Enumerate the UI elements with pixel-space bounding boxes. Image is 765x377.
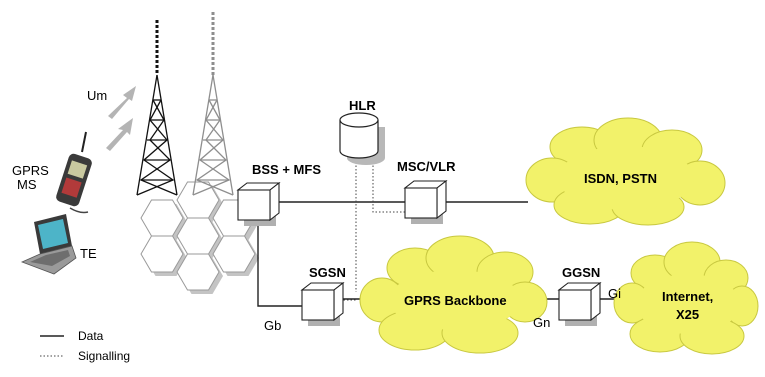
hlr-label: HLR [349, 98, 376, 113]
antenna-tower-icon [136, 20, 178, 196]
isdn-pstn-cloud-icon [525, 117, 726, 226]
gprs-ms-label-line1: GPRS [12, 163, 49, 178]
isdn-pstn-label: ISDN, PSTN [584, 171, 657, 186]
ggsn-node-icon [557, 281, 602, 326]
gprs-backbone-label: GPRS Backbone [404, 293, 507, 308]
signalling-lines [340, 162, 408, 301]
gprs-backbone-cloud-icon [359, 235, 548, 354]
sgsn-node-icon [300, 281, 345, 326]
laptop-icon [20, 214, 77, 275]
antenna-tower-icon [192, 12, 234, 196]
internet-x25-cloud-icon [613, 241, 759, 355]
msc-vlr-label: MSC/VLR [397, 159, 456, 174]
bss-mfs-label: BSS + MFS [252, 162, 321, 177]
legend [40, 335, 64, 357]
legend-signalling-label: Signalling [78, 349, 131, 363]
legend-data-label: Data [78, 329, 104, 343]
bss-mfs-node-icon [236, 181, 281, 226]
radio-link-arrow-icon [106, 86, 136, 151]
gn-interface-label: Gn [533, 315, 551, 330]
internet-label: Internet, [662, 289, 714, 304]
x25-label: X25 [676, 307, 700, 322]
gi-interface-label: Gi [608, 286, 621, 301]
hlr-database-icon [339, 112, 385, 165]
gprs-ms-label-line2: MS [17, 177, 37, 192]
sgsn-label: SGSN [309, 265, 346, 280]
gb-interface-label: Gb [264, 318, 282, 333]
gprs-phone-icon [56, 131, 92, 214]
ggsn-label: GGSN [562, 265, 601, 280]
te-label: TE [80, 246, 97, 261]
msc-vlr-node-icon [403, 179, 448, 224]
um-interface-label: Um [87, 88, 108, 103]
